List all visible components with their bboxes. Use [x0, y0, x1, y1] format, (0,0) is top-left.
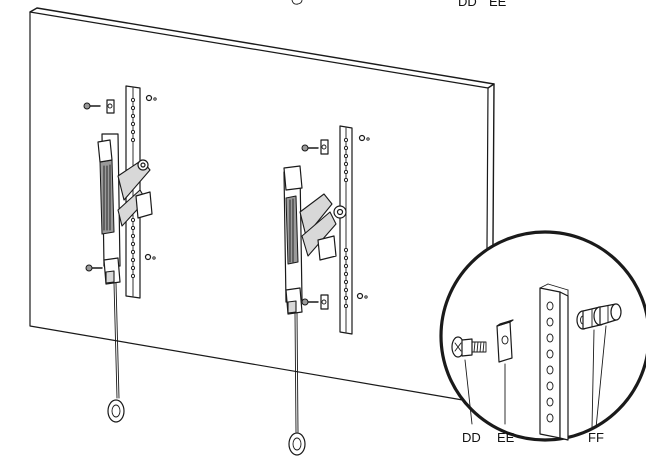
detail-spacers [576, 303, 622, 330]
right-screw-bottom [301, 292, 368, 310]
left-screw-top [83, 94, 157, 114]
detail-rail-holes [546, 301, 554, 423]
label-ee-top: EE [489, 0, 507, 9]
right-rail-holes [343, 137, 349, 309]
label-ff-detail: FF [588, 430, 604, 445]
left-bracket [83, 85, 157, 423]
left-rail-holes [130, 97, 136, 279]
right-screw-top [301, 134, 370, 155]
detail-screw [451, 336, 487, 358]
label-dd-detail: DD [462, 430, 481, 445]
left-screw-bottom [85, 253, 156, 272]
detail-callout [439, 230, 646, 442]
label-dd-top: DD [458, 0, 477, 9]
tv-back-panel [29, 7, 495, 405]
right-bracket [283, 125, 370, 456]
label-ee-detail: EE [497, 430, 515, 445]
detail-washer [496, 319, 514, 363]
top-cropped-hint [291, 0, 303, 5]
